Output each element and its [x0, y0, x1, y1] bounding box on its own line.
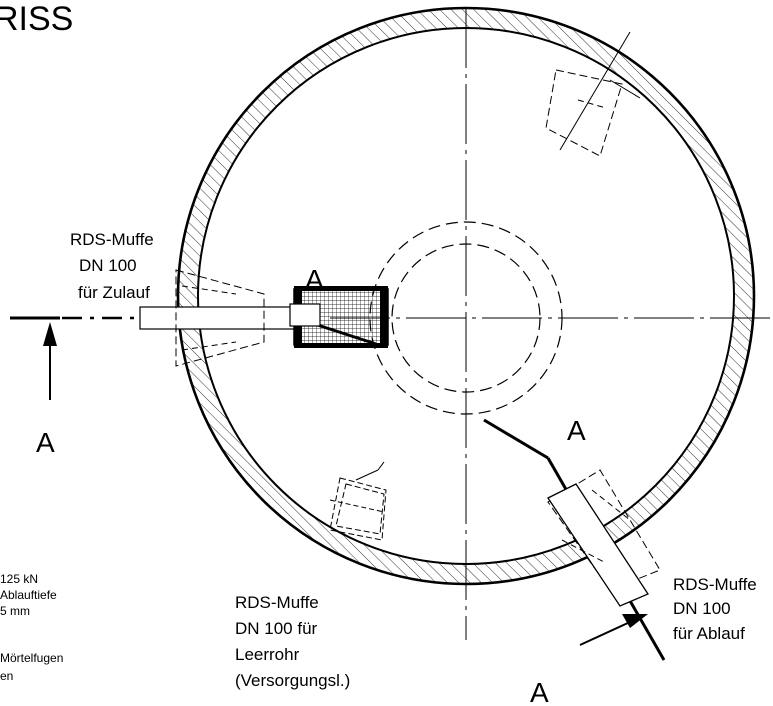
- label-zulauf: RDS-Muffe DN 100 für Zulauf: [70, 230, 154, 302]
- inlet-box: [289, 286, 389, 348]
- outlet-pipe: [547, 469, 661, 607]
- label-leerrohr: RDS-Muffe DN 100 für Leerrohr (Versorgun…: [235, 593, 350, 690]
- svg-text:Leerrohr: Leerrohr: [235, 645, 300, 664]
- arrow-left: [43, 322, 57, 400]
- label-ablauf: RDS-Muffe DN 100 für Ablauf: [673, 575, 757, 643]
- svg-text:RDS-Muffe: RDS-Muffe: [673, 575, 757, 594]
- svg-text:DN 100: DN 100: [79, 256, 137, 275]
- svg-text:RDS-Muffe: RDS-Muffe: [70, 230, 154, 249]
- svg-text:en: en: [0, 669, 13, 683]
- section-letter-right: A: [567, 415, 586, 446]
- svg-text:5 mm: 5 mm: [0, 604, 30, 618]
- side-notes: 125 kN Ablauftiefe 5 mm Mörtelfugen en: [0, 572, 63, 683]
- section-letter-top: A: [305, 264, 324, 295]
- svg-text:(Versorgungsl.): (Versorgungsl.): [235, 671, 350, 690]
- leerrohr-socket: [329, 461, 387, 541]
- section-letter-bottom: A: [530, 677, 549, 706]
- inner-dashed-circles: [369, 221, 563, 415]
- section-letter-left: A: [36, 427, 55, 458]
- inlet-pipe: [139, 269, 297, 367]
- svg-text:RDS-Muffe: RDS-Muffe: [235, 593, 319, 612]
- svg-text:für Zulauf: für Zulauf: [78, 283, 150, 302]
- svg-text:DN 100 für: DN 100 für: [235, 619, 318, 638]
- svg-text:DN 100: DN 100: [673, 599, 731, 618]
- svg-text:für Ablauf: für Ablauf: [673, 624, 745, 643]
- title-fragment: RISS: [0, 0, 73, 38]
- arrow-bottom-right: [579, 614, 648, 646]
- svg-text:Mörtelfugen: Mörtelfugen: [0, 651, 63, 665]
- top-socket: [545, 31, 641, 157]
- svg-text:Ablauftiefe: Ablauftiefe: [0, 588, 57, 602]
- svg-text:125 kN: 125 kN: [0, 572, 38, 586]
